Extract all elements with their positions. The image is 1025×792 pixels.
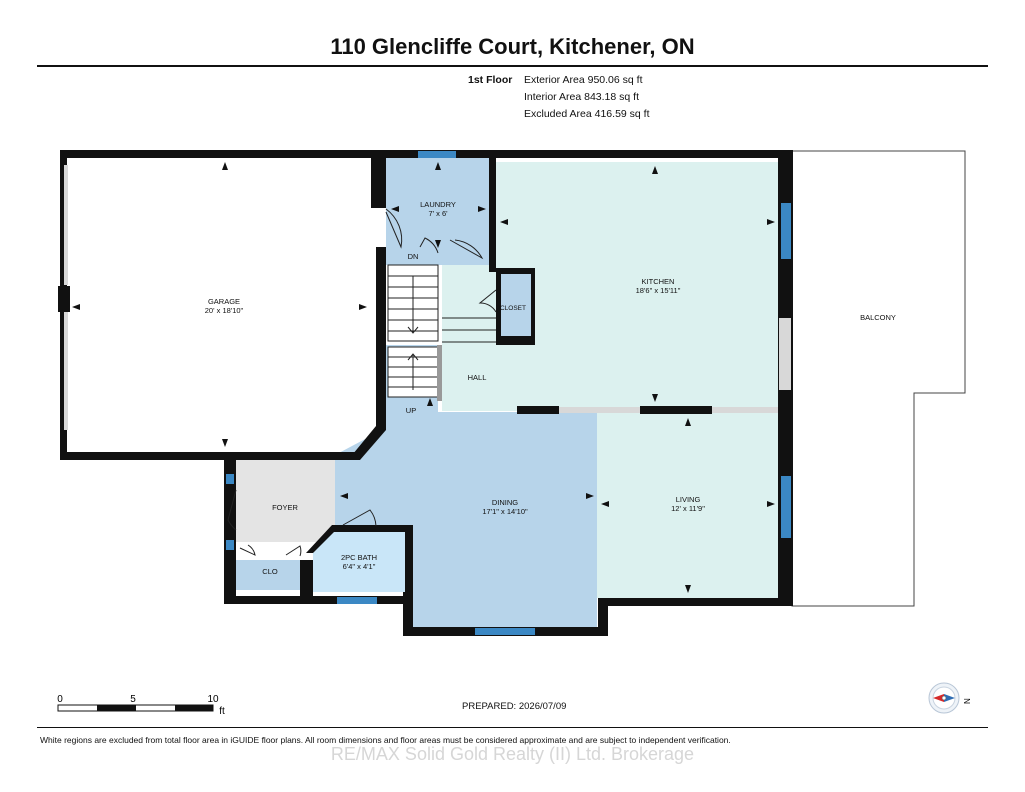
dining-angled-wall (348, 355, 386, 460)
balcony-name: BALCONY (860, 313, 896, 322)
dining-floor (335, 345, 597, 627)
living-name: LIVING (676, 495, 701, 504)
windows (226, 151, 791, 635)
bath-name: 2PC BATH (341, 553, 377, 562)
hall-floor (442, 262, 535, 411)
scale-tick-0: 0 (57, 694, 63, 705)
scale-tick-10: 10 (207, 694, 219, 705)
dining-size: 17'1" x 14'10" (482, 507, 528, 516)
garage-side-block (58, 286, 70, 312)
stair-rail (437, 345, 442, 401)
kitchen-size: 18'6" x 15'11" (636, 286, 681, 295)
living-floor (597, 413, 779, 598)
hall-steps (442, 317, 496, 343)
closet-name: CLOSET (500, 305, 526, 312)
laundry-size: 7' x 6' (428, 209, 448, 218)
kitchen-floor (495, 162, 779, 408)
closet-inner (501, 274, 531, 336)
clo-name: CLO (262, 567, 278, 576)
stairs-down (387, 264, 439, 342)
interior-area: Interior Area 843.18 sq ft (524, 91, 639, 103)
clo-floor (236, 560, 304, 590)
laundry-floor (386, 157, 491, 253)
scale-tick-5: 5 (130, 694, 136, 705)
bath-size: 6'4" x 4'1" (343, 562, 376, 571)
living-size: 12' x 11'9" (671, 504, 705, 513)
laundry-name: LAUNDRY (420, 200, 456, 209)
balcony-region (791, 150, 966, 607)
scale-unit: ft (219, 706, 225, 717)
garage-floor (66, 157, 372, 452)
excluded-area: Excluded Area 416.59 sq ft (524, 108, 650, 120)
area-lines: Exterior Area 950.06 sq ft Interior Area… (524, 72, 650, 123)
foyer-floor (236, 460, 335, 542)
title-divider (37, 65, 988, 67)
garage-name: GARAGE (208, 297, 240, 306)
dining-name: DINING (492, 498, 518, 507)
compass-icon: N (928, 682, 972, 714)
stairs-up (387, 346, 439, 398)
dimension-markers (72, 162, 775, 593)
foyer-name: FOYER (272, 503, 298, 512)
bath-floor (313, 532, 407, 592)
exterior-area: Exterior Area 950.06 sq ft (524, 74, 643, 86)
stairs-down-label: DN (408, 252, 419, 261)
brokerage-watermark: RE/MAX Solid Gold Realty (II) Ltd. Broke… (330, 744, 695, 764)
hall-name: HALL (468, 373, 487, 382)
floor-label: 1st Floor (468, 74, 513, 86)
compass-north-label: N (963, 698, 972, 704)
door-swings (227, 208, 497, 557)
footer-divider (37, 727, 988, 728)
scale-bar: 0 5 10 ft (57, 694, 225, 717)
garage-size: 20' x 18'10" (205, 306, 244, 315)
stairs-up-label: UP (406, 406, 416, 415)
disclaimer: White regions are excluded from total fl… (40, 735, 731, 745)
openings (64, 165, 791, 430)
kitchen-name: KITCHEN (642, 277, 675, 286)
prepared-date: PREPARED: 2026/07/09 (462, 701, 567, 712)
plan-title: 110 Glencliffe Court, Kitchener, ON (330, 34, 695, 59)
bath-angled-wall (306, 525, 413, 553)
stair-landing (386, 253, 495, 265)
